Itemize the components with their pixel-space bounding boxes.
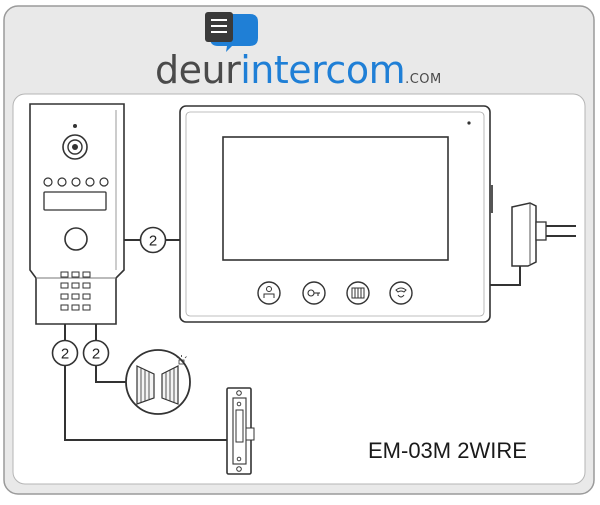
talk-button — [257, 281, 281, 305]
cable-badge-lock: 2 — [51, 339, 79, 367]
brand-tld: .COM — [405, 72, 442, 87]
led-indicators — [43, 177, 109, 187]
cable-badge-gate: 2 — [82, 339, 110, 367]
brand-wordmark: deurintercom.COM — [155, 48, 442, 102]
cable-badge-monitor: 2 — [139, 226, 167, 254]
cable-count-label: 2 — [149, 233, 157, 250]
wiring — [64, 239, 521, 441]
brand-word-deur: deur — [155, 48, 241, 92]
cable-count-label: 2 — [61, 346, 69, 363]
electric-strike — [226, 387, 255, 475]
handset-button — [389, 281, 413, 305]
gate-motor — [125, 349, 191, 415]
power-adapter — [511, 202, 576, 267]
side-connector — [490, 185, 493, 213]
handset-icon — [395, 287, 407, 298]
camera-icon — [62, 134, 88, 160]
call-button — [64, 227, 88, 251]
status-led — [467, 121, 471, 125]
wire-lock — [64, 366, 232, 441]
gate-button — [346, 281, 370, 305]
microphone-icon — [73, 124, 77, 128]
monitor-screen — [222, 136, 449, 261]
cable-count-label: 2 — [92, 346, 100, 363]
talk-icon — [263, 286, 275, 298]
model-caption: EM-03M 2WIRE — [368, 438, 527, 463]
door-station — [29, 103, 125, 325]
brand-word-intercom: intercom — [240, 48, 406, 92]
unlock-button — [302, 281, 326, 305]
name-card — [43, 191, 107, 211]
chat-bubble-document-icon — [205, 12, 258, 52]
wire-gate — [95, 366, 126, 383]
unlock-icon — [307, 289, 320, 297]
wire-power — [490, 266, 521, 286]
gate-icon — [351, 287, 365, 299]
keypad — [60, 271, 91, 311]
warning-light-icon — [176, 355, 187, 365]
brand-logo: deurintercom.COM — [150, 8, 450, 94]
indoor-monitor — [179, 105, 493, 323]
